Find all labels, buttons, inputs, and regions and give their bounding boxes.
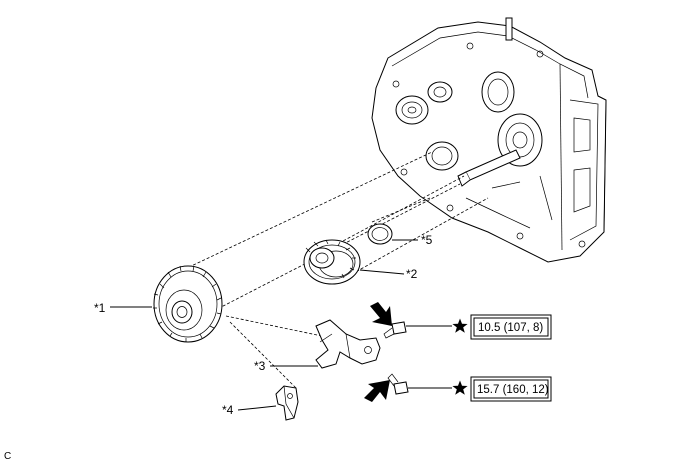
callout-1: *1 bbox=[94, 301, 106, 315]
part-2-gear bbox=[303, 239, 361, 285]
torque-value-lower: 15.7 (160, 12) bbox=[477, 384, 549, 396]
arrow-upper-icon bbox=[370, 302, 392, 326]
part-1-large-gear bbox=[153, 265, 223, 343]
callout-3: *3 bbox=[254, 359, 266, 373]
star-icon bbox=[452, 380, 468, 395]
part-4-bracket bbox=[275, 385, 299, 421]
part-5-oil-seal bbox=[367, 223, 393, 245]
arrow-lower-icon bbox=[364, 380, 390, 402]
corner-mark: C bbox=[4, 451, 11, 462]
torque-spec-upper: 10.5 (107, 8) bbox=[452, 314, 552, 340]
star-icon bbox=[452, 318, 468, 333]
alignment-lines bbox=[165, 151, 489, 389]
callout-4: *4 bbox=[222, 403, 234, 417]
bolt-lower bbox=[387, 373, 409, 395]
torque-spec-lower: 15.7 (160, 12) bbox=[452, 376, 552, 402]
bolt-upper bbox=[383, 321, 407, 339]
torque-value-upper: 10.5 (107, 8) bbox=[478, 322, 543, 334]
part-3-shift-fork bbox=[315, 319, 381, 369]
callout-5: *5 bbox=[421, 233, 433, 247]
transaxle-case bbox=[371, 17, 607, 263]
callout-2: *2 bbox=[406, 267, 418, 281]
